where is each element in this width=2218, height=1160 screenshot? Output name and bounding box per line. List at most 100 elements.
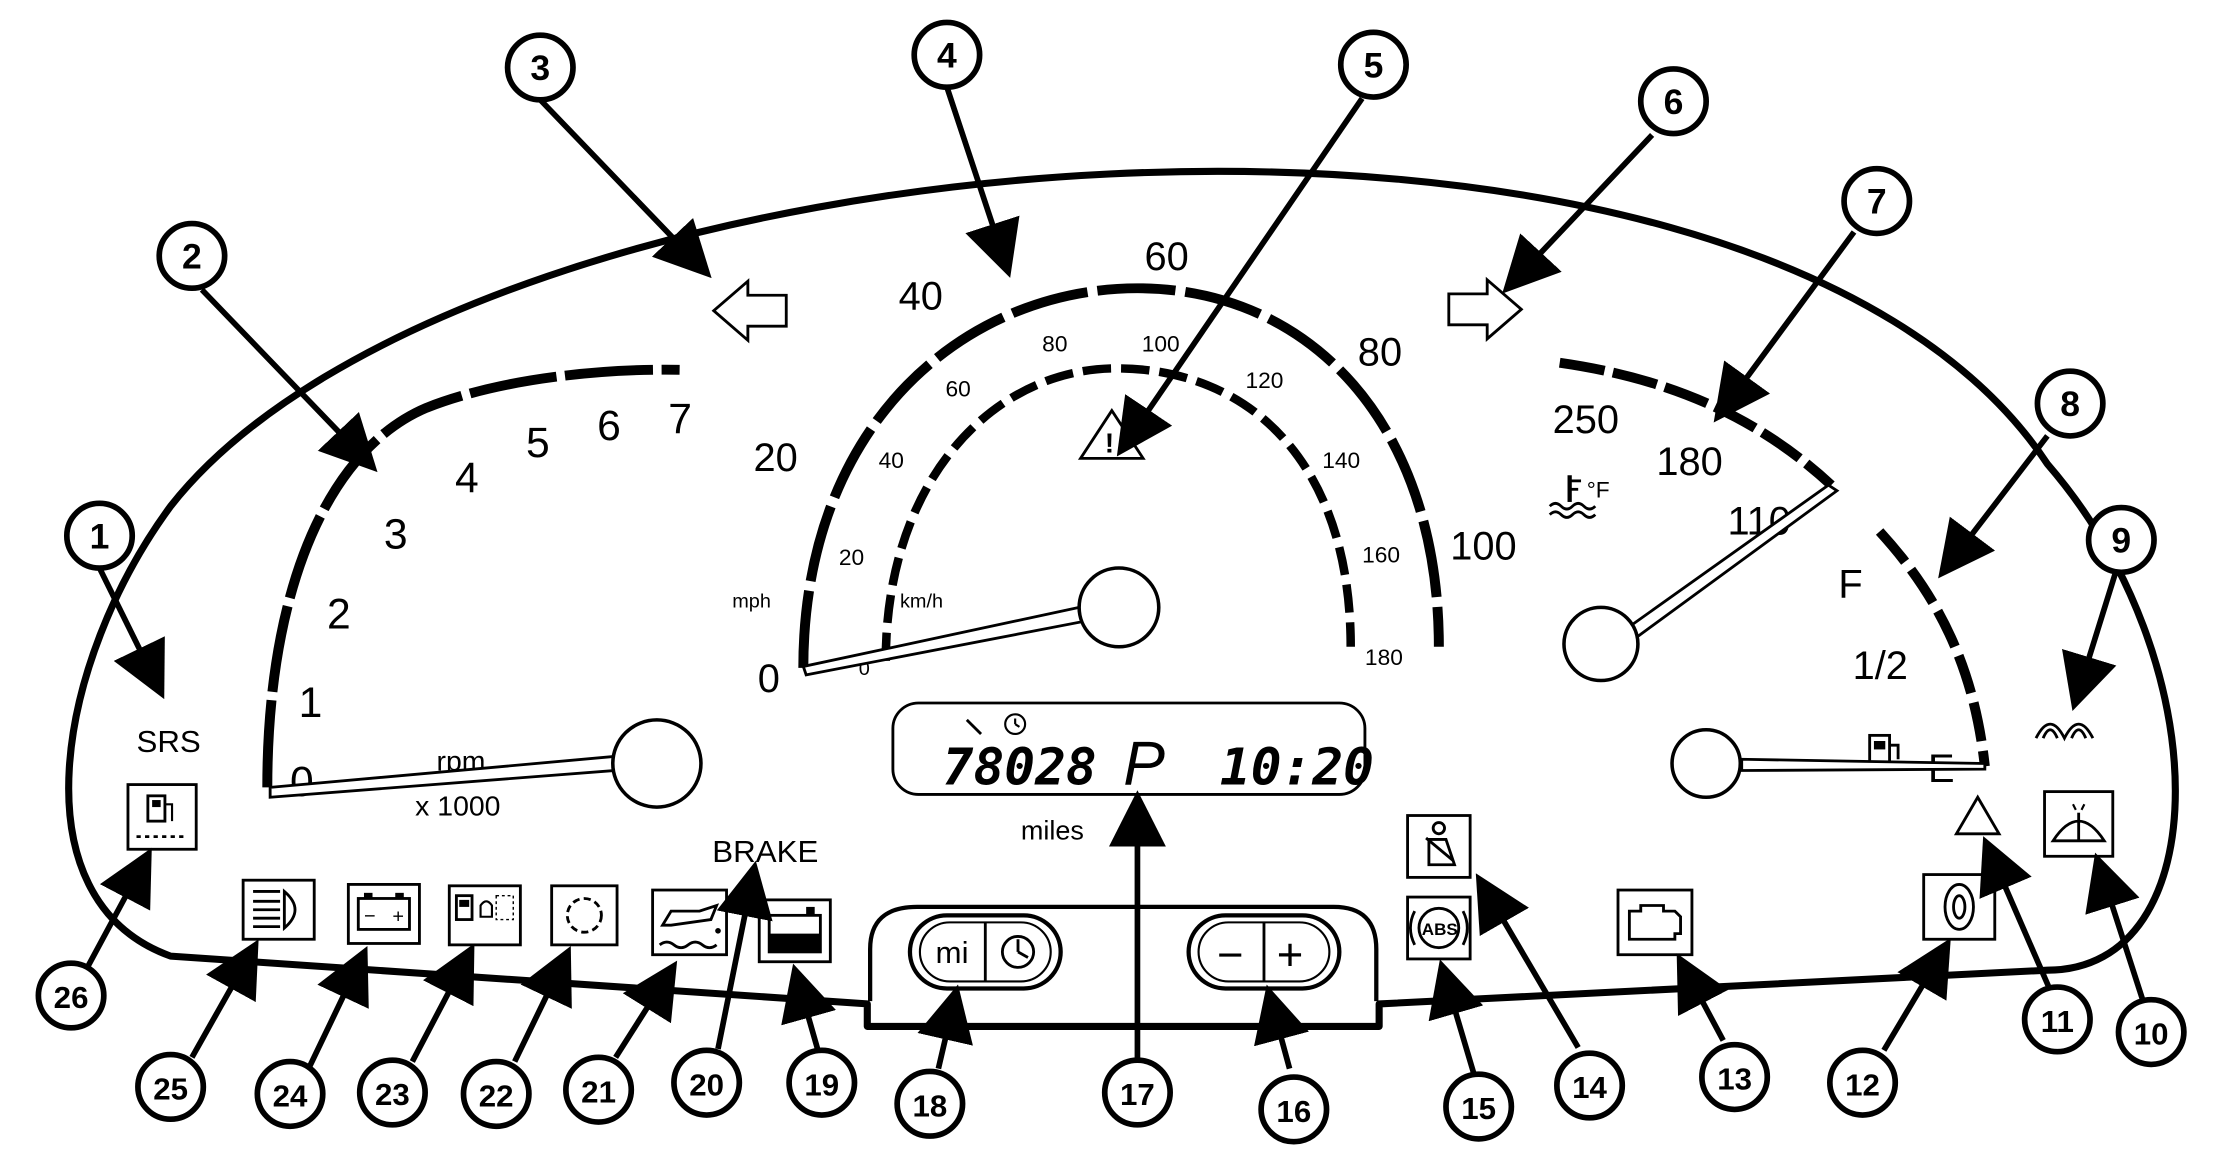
callout-18: 18 <box>894 1068 966 1139</box>
mi-clock-button[interactable]: mi <box>907 913 1063 991</box>
svg-text:13: 13 <box>1717 1062 1752 1097</box>
plus-label: + <box>1277 929 1304 980</box>
callout-3: 3 <box>504 32 576 103</box>
callout-24: 24 <box>254 1058 326 1130</box>
leader-7 <box>1713 230 1857 423</box>
mi-button-label: mi <box>936 935 969 970</box>
leader-10 <box>2085 852 2146 1001</box>
leader-8 <box>1938 434 2050 579</box>
leader-23 <box>409 943 475 1063</box>
tach-tick-2: 2 <box>327 591 351 638</box>
svg-text:2: 2 <box>182 238 202 277</box>
callout-23: 23 <box>356 1057 428 1128</box>
svg-text:17: 17 <box>1120 1077 1155 1112</box>
svg-text:+: + <box>392 905 404 927</box>
svg-text:11: 11 <box>2041 1004 2074 1039</box>
oil-pressure-icon <box>651 888 728 957</box>
tire-icon <box>1922 873 1997 941</box>
kmh-tick-180: 180 <box>1365 645 1403 670</box>
svg-text:9: 9 <box>2111 522 2131 561</box>
mph-tick-80: 80 <box>1358 331 1402 375</box>
leader-22 <box>512 945 572 1063</box>
leader-19 <box>781 963 836 1050</box>
lcd-unit-miles: miles <box>1021 816 1084 846</box>
tach-tick-6: 6 <box>597 402 621 449</box>
leader-14 <box>1475 873 1581 1049</box>
callout-8: 8 <box>2034 368 2106 439</box>
svg-text:7: 7 <box>1867 183 1887 222</box>
leader-24 <box>307 945 369 1067</box>
leader-4 <box>944 86 1020 278</box>
fuel-scale-arc <box>1875 528 1990 767</box>
lcd-gear: P <box>1123 730 1165 799</box>
fuel-pump-icon <box>1868 733 1900 768</box>
svg-text:25: 25 <box>153 1072 188 1107</box>
leader-12 <box>1881 937 1951 1052</box>
tach-tick-1: 1 <box>299 679 323 726</box>
svg-text:16: 16 <box>1276 1094 1311 1129</box>
minus-plus-button[interactable]: − + <box>1186 913 1342 991</box>
tach-unit-multiplier: x 1000 <box>415 790 500 822</box>
button-bezel <box>868 904 1379 1002</box>
leader-18 <box>917 984 973 1070</box>
brake-label: BRAKE <box>712 834 818 869</box>
turn-left-arrow-icon <box>711 278 788 344</box>
callout-6: 6 <box>1637 66 1709 137</box>
leader-21 <box>613 960 678 1059</box>
callout-11: 11 <box>2021 984 2093 1055</box>
leader-3 <box>538 97 712 279</box>
svg-text:1: 1 <box>90 518 110 557</box>
svg-text:14: 14 <box>1572 1070 1607 1105</box>
hazard-triangle-icon <box>1953 794 2002 836</box>
fuel-tick-half: 1/2 <box>1853 644 1908 688</box>
kmh-tick-80: 80 <box>1042 332 1067 357</box>
lcd-odometer: 78028 <box>943 739 1097 798</box>
tach-tick-4: 4 <box>455 454 479 501</box>
leader-5 <box>1116 96 1365 457</box>
svg-text:22: 22 <box>479 1079 514 1114</box>
headlight-icon <box>241 878 316 941</box>
mph-tick-40: 40 <box>899 275 943 319</box>
svg-text:24: 24 <box>273 1079 308 1114</box>
callout-7: 7 <box>1841 165 1913 237</box>
kmh-tick-0: 0 <box>859 658 870 680</box>
kmh-tick-20: 20 <box>839 545 864 570</box>
svg-text:12: 12 <box>1845 1067 1880 1102</box>
svg-text:10: 10 <box>2134 1017 2169 1052</box>
temp-tick-250: 250 <box>1553 398 1619 442</box>
mph-tick-0: 0 <box>758 657 780 701</box>
callout-19: 19 <box>786 1047 858 1118</box>
leader-9 <box>2062 571 2119 711</box>
svg-text:23: 23 <box>375 1077 410 1112</box>
lcd-display: 78028 P 10:20 miles <box>891 701 1374 846</box>
kmh-unit: km/h <box>900 591 943 613</box>
leader-15 <box>1428 959 1484 1077</box>
wiper-icon <box>2043 790 2115 858</box>
svg-text:15: 15 <box>1461 1091 1496 1126</box>
clock-button-icon <box>1000 935 1036 969</box>
svg-text:−: − <box>364 905 376 927</box>
abs-icon: ABS <box>1406 895 1472 961</box>
leader-25 <box>189 939 259 1059</box>
lcd-clock: 10:20 <box>1220 739 1374 798</box>
callout-bubbles: 1 2 3 4 5 6 7 8 9 10 11 12 13 14 15 16 1… <box>35 19 2187 1145</box>
coolant-temp-icon <box>1548 475 1597 519</box>
callout-2: 2 <box>156 220 228 292</box>
kmh-tick-120: 120 <box>1245 368 1283 393</box>
callout-4: 4 <box>911 19 983 90</box>
minus-label: − <box>1217 929 1244 980</box>
callout-10: 10 <box>2115 996 2187 1068</box>
glow-plug-icon <box>2034 722 2095 742</box>
turn-right-arrow-icon <box>1447 276 1524 342</box>
svg-text:18: 18 <box>912 1089 947 1124</box>
svg-text:26: 26 <box>54 980 89 1015</box>
callout-13: 13 <box>1699 1041 1771 1113</box>
leader-1 <box>96 566 165 700</box>
callout-22: 22 <box>460 1058 532 1130</box>
leader-26 <box>85 847 152 968</box>
svg-text:20: 20 <box>689 1067 724 1102</box>
leader-20 <box>715 860 773 1050</box>
tach-hub <box>611 718 703 809</box>
srs-label: SRS <box>136 724 200 759</box>
